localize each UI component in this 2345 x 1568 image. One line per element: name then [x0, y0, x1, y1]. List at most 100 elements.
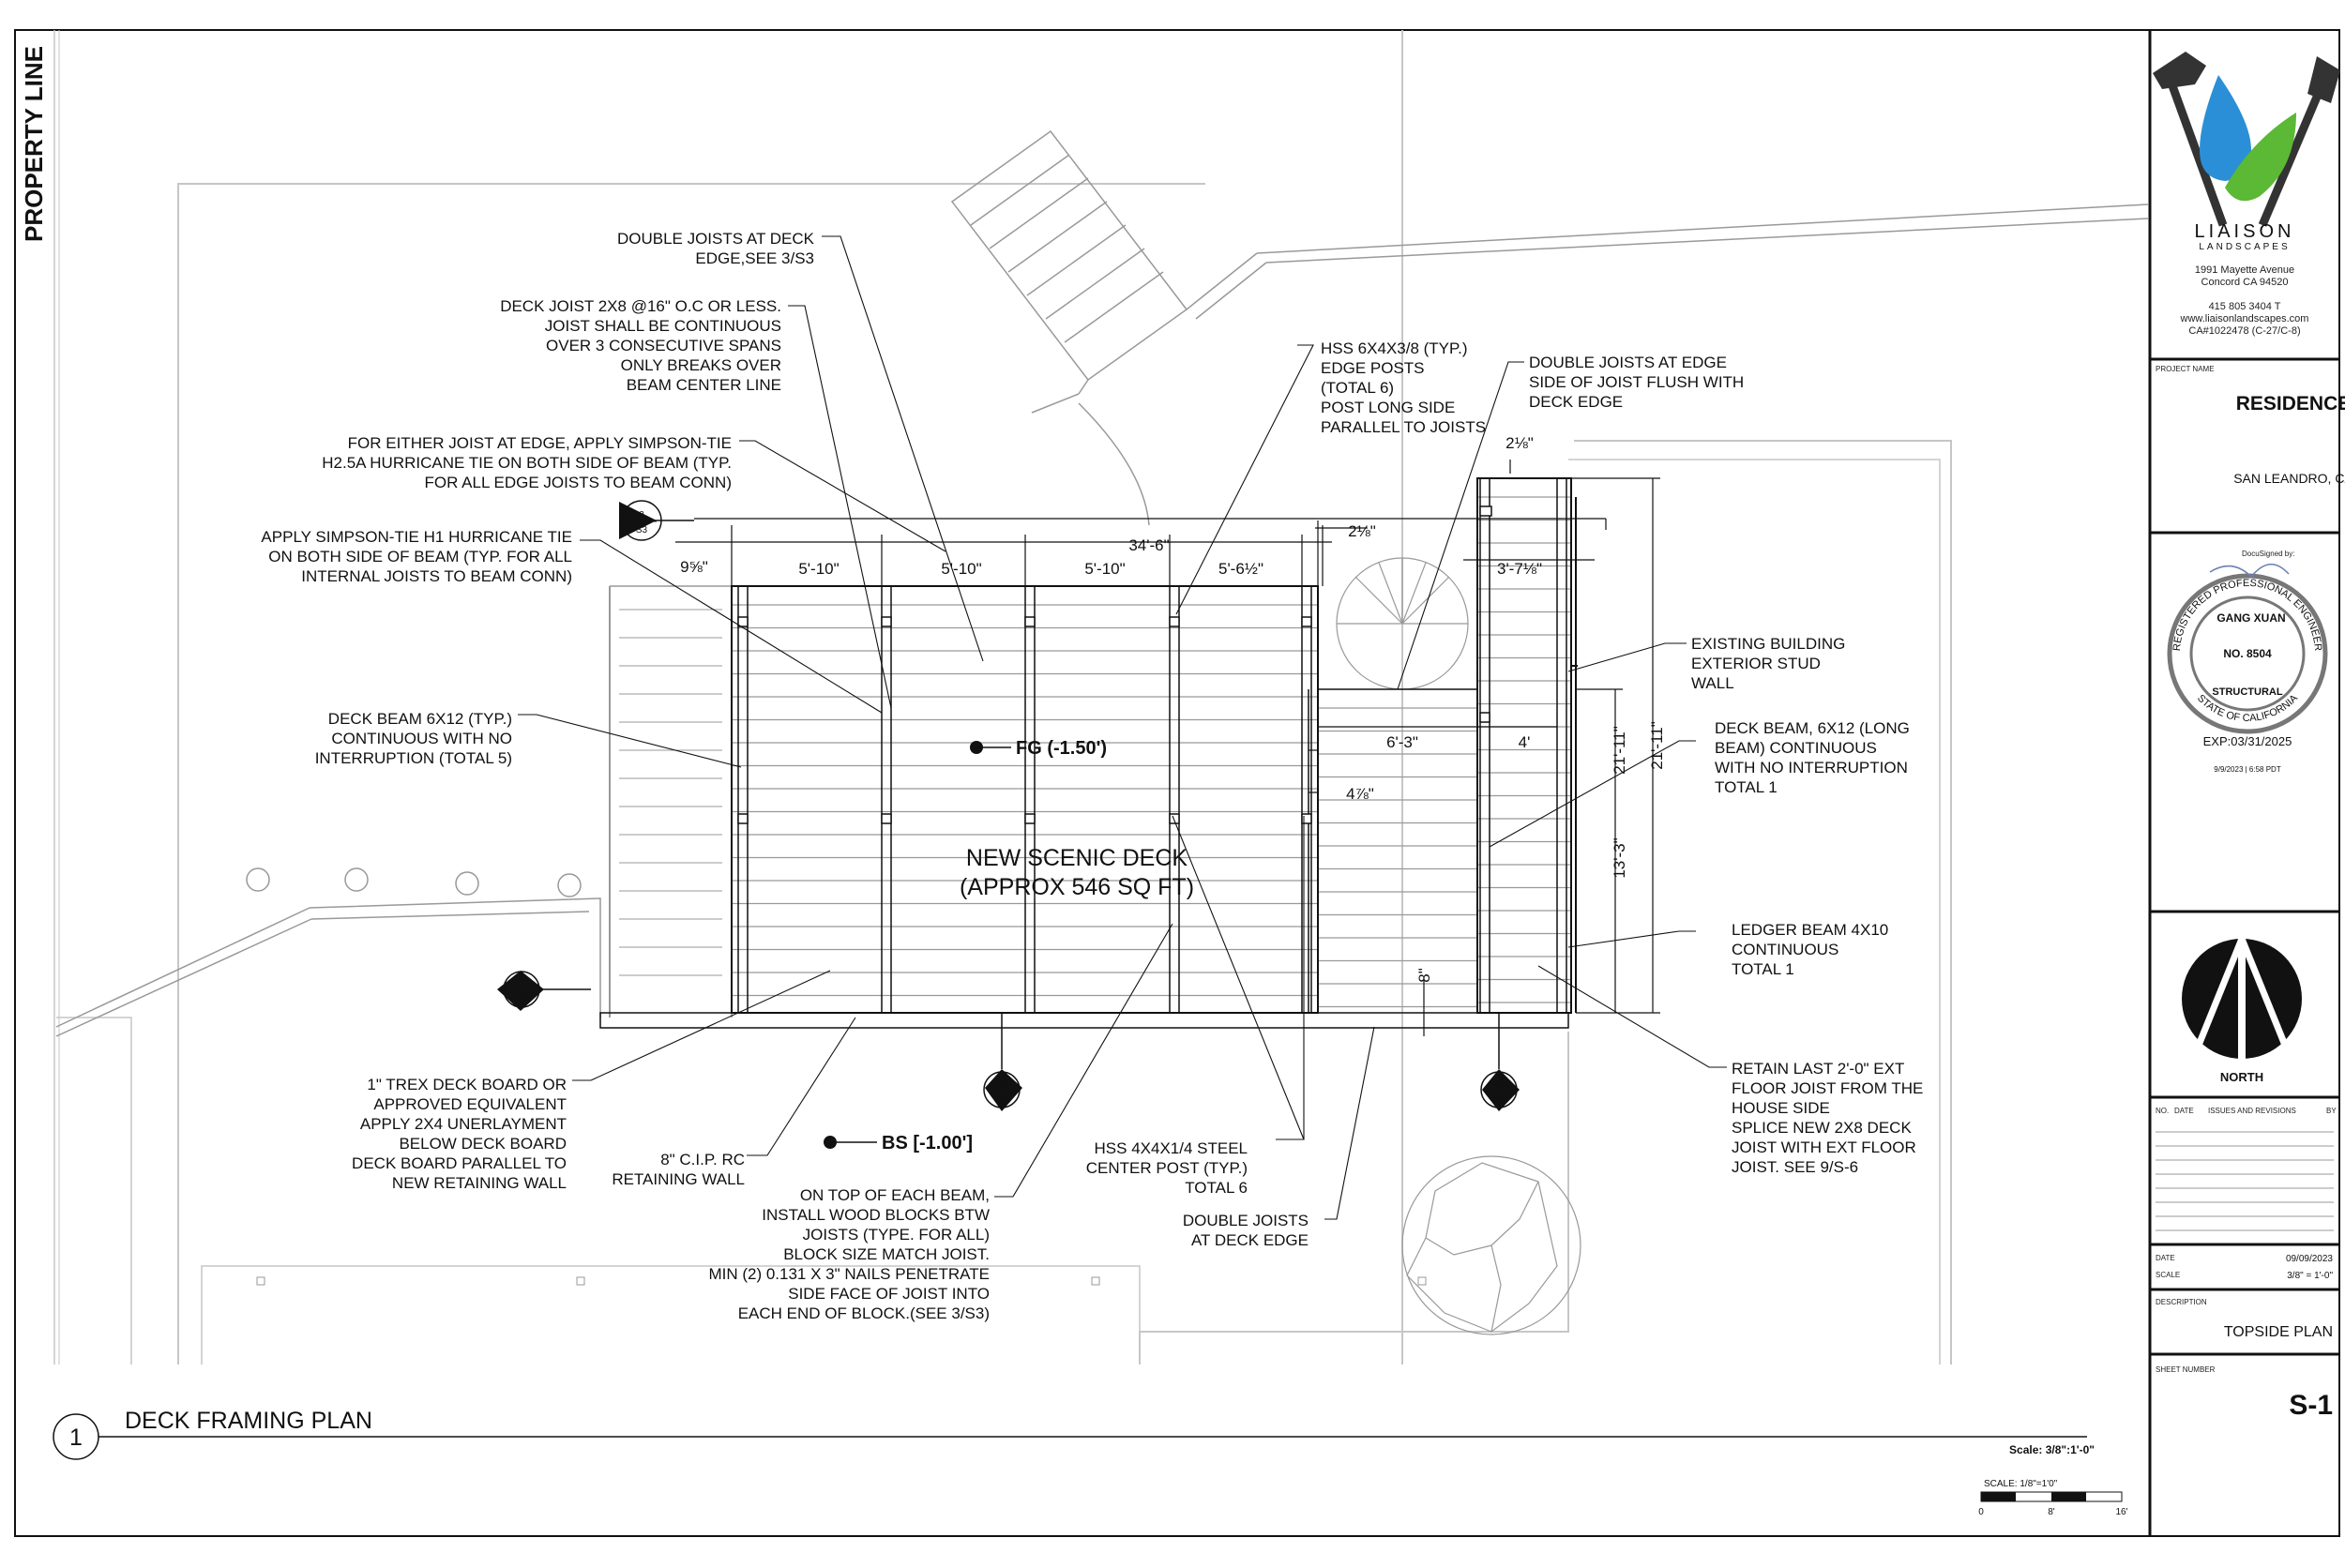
dim-wall-offset: 8" [1415, 968, 1433, 983]
callout-note-line: DECK BEAM, 6X12 (LONG [1715, 719, 1910, 737]
callout-note-line: EXTERIOR STUD [1691, 655, 1821, 672]
svg-text:S3: S3 [996, 1093, 1008, 1104]
callout-note: APPLY SIMPSON-TIE H1 HURRICANE TIE ON BOT… [261, 528, 572, 585]
north-arrow-icon [2182, 937, 2302, 1059]
svg-text:S3: S3 [636, 525, 648, 535]
svg-text:2: 2 [639, 510, 644, 520]
dim-post-offset: 4⅞" [1346, 785, 1374, 803]
callout-note-line: OVER 3 CONSECUTIVE SPANS [546, 337, 781, 354]
callout-note-line: ONLY BREAKS OVER [621, 356, 781, 374]
callout-note: FOR EITHER JOIST AT EDGE, APPLY SIMPSON-… [322, 434, 732, 491]
section-marker-1-s3: 1 S3 [497, 971, 591, 1011]
callout-note: HSS 6X4X3/8 (TYP.)EDGE POSTS(TOTAL 6)POS… [1321, 339, 1486, 436]
svg-text:S6: S6 [1493, 1093, 1505, 1104]
callout-note-line: FOR ALL EDGE JOISTS TO BEAM CONN) [425, 474, 732, 491]
callout-note-line: MIN (2) 0.131 X 3" NAILS PENETRATE [708, 1265, 990, 1283]
dim-span-2: 5'-10" [941, 560, 981, 578]
dim-top-right: 2⅛" [1505, 434, 1534, 452]
callout-note-line: EACH END OF BLOCK.(SEE 3/S3) [738, 1304, 990, 1322]
rev-header-by: BY [2326, 1107, 2337, 1115]
address-line-1: 1991 Mayette Avenue [2195, 264, 2294, 276]
project-location: SAN LEANDRO, CA [2233, 471, 2345, 486]
dim-span-1: 5'-10" [798, 560, 839, 578]
date-label: DATE [2156, 1254, 2175, 1262]
callout-note-line: (TOTAL 6) [1321, 379, 1394, 397]
rev-header-no: NO. [2156, 1107, 2169, 1115]
dimension-labels: 34'-6" 5'-10" 5'-10" 5'-10" 5'-6½" 9⅝" 2… [680, 434, 1666, 983]
engineer-stamp: DocuSigned by: REGISTERED PROFESSIONAL E… [2167, 550, 2328, 774]
dim-height-lower: 13'-3" [1611, 837, 1628, 878]
deck-framing [599, 477, 1578, 1029]
callout-note-line: FOR EITHER JOIST AT EDGE, APPLY SIMPSON-… [348, 434, 732, 452]
callout-note-line: SIDE FACE OF JOIST INTO [788, 1285, 990, 1303]
callout-note-line: SPLICE NEW 2X8 DECK [1732, 1119, 1912, 1137]
callout-note-line: DOUBLE JOISTS [1183, 1212, 1309, 1229]
callout-note-line: NEW RETAINING WALL [392, 1174, 567, 1192]
callout-note-line: EXISTING BUILDING [1691, 635, 1845, 653]
callout-note: DOUBLE JOISTS AT EDGE SIDE OF JOIST FLUSH… [1529, 354, 1744, 411]
deck-title-line-2: (APPROX 546 SQ FT) [960, 874, 1194, 900]
callout-note-line: JOIST SHALL BE CONTINUOUS [545, 317, 781, 335]
callout-note: ON TOP OF EACH BEAM,INSTALL WOOD BLOCKS … [708, 1186, 990, 1322]
company-name: LIAISON [2195, 221, 2295, 242]
callout-note-line: APPROVED EQUIVALENT [373, 1095, 567, 1113]
project-name-label: PROJECT NAME [2156, 365, 2215, 373]
svg-text:DocuSigned by:: DocuSigned by: [2242, 550, 2294, 558]
scale-bar-tick-8: 8' [2048, 1507, 2055, 1517]
bs-label: BS [-1.00'] [882, 1133, 973, 1153]
revisions-table: NO. DATE ISSUES AND REVISIONS BY [2156, 1107, 2337, 1231]
callout-note-line: HSS 6X4X3/8 (TYP.) [1321, 339, 1468, 357]
sheet-number-label: SHEET NUMBER [2156, 1365, 2216, 1374]
callout-note-line: SIDE OF JOIST FLUSH WITH [1529, 373, 1744, 391]
callout-note-line: JOIST. SEE 9/S-6 [1732, 1158, 1858, 1176]
callout-note-line: FLOOR JOIST FROM THE [1732, 1079, 1923, 1097]
north-label: NORTH [2220, 1070, 2263, 1084]
scale-label: SCALE [2156, 1271, 2180, 1279]
callout-note: DECK JOIST 2X8 @16" O.C OR LESS.JOIST SH… [500, 297, 781, 394]
callout-note-line: APPLY 2X4 UNERLAYMENT [360, 1115, 567, 1133]
svg-text:9: 9 [1496, 1079, 1502, 1090]
stamp-name: GANG XUAN [2216, 611, 2285, 625]
callout-note-line: INTERNAL JOISTS TO BEAM CONN) [301, 567, 572, 585]
sheet-number: S-1 [2289, 1390, 2333, 1421]
callout-note-line: BEAM CENTER LINE [627, 376, 781, 394]
dim-right-bay: 3'-7⅛" [1497, 560, 1542, 578]
callout-note-line: ON TOP OF EACH BEAM, [800, 1186, 990, 1204]
callout-note-line: CONTINUOUS [1732, 941, 1838, 958]
title-block: LIAISON LANDSCAPES 1991 Mayette Avenue C… [2150, 52, 2345, 1421]
callout-note-line: DOUBLE JOISTS AT EDGE [1529, 354, 1727, 371]
callout-note-line: CENTER POST (TYP.) [1086, 1159, 1248, 1177]
dim-right-offset: 2⅛" [1348, 522, 1376, 540]
drawing-title-text: DECK FRAMING PLAN [125, 1408, 372, 1434]
scale-bar-tick-0: 0 [1978, 1507, 1984, 1517]
stamp-type: STRUCTURAL [2212, 686, 2282, 698]
site-background [55, 30, 2149, 1364]
date-value: 09/09/2023 [2286, 1254, 2333, 1264]
stamp-exp: EXP:03/31/2025 [2203, 734, 2292, 748]
callout-note-line: BLOCK SIZE MATCH JOIST. [783, 1245, 990, 1263]
section-marker-2-s3: 2 S3 [619, 500, 694, 541]
callout-note-line: ON BOTH SIDE OF BEAM (TYP. FOR ALL [268, 548, 572, 565]
scale-bar-tick-16: 16' [2115, 1507, 2127, 1517]
address-line-2: Concord CA 94520 [2201, 277, 2289, 288]
dimension-lines [675, 460, 1660, 1036]
sheet-border [14, 29, 2340, 1537]
stamp-signed: 9/9/2023 | 6:58 PDT [2214, 765, 2281, 774]
leader-lines [518, 235, 1727, 1220]
dim-height-inner: 21'-11" [1611, 726, 1628, 775]
dim-mid-bay: 6'-3" [1386, 733, 1418, 751]
callout-note-line: BEAM) CONTINUOUS [1715, 739, 1877, 757]
callout-note-line: EDGE,SEE 3/S3 [695, 249, 814, 267]
drawing-number: 1 [69, 1425, 83, 1451]
callout-note-line: APPLY SIMPSON-TIE H1 HURRICANE TIE [261, 528, 572, 546]
drawing-scale-text: Scale: 3/8":1'-0" [2009, 1443, 2095, 1456]
